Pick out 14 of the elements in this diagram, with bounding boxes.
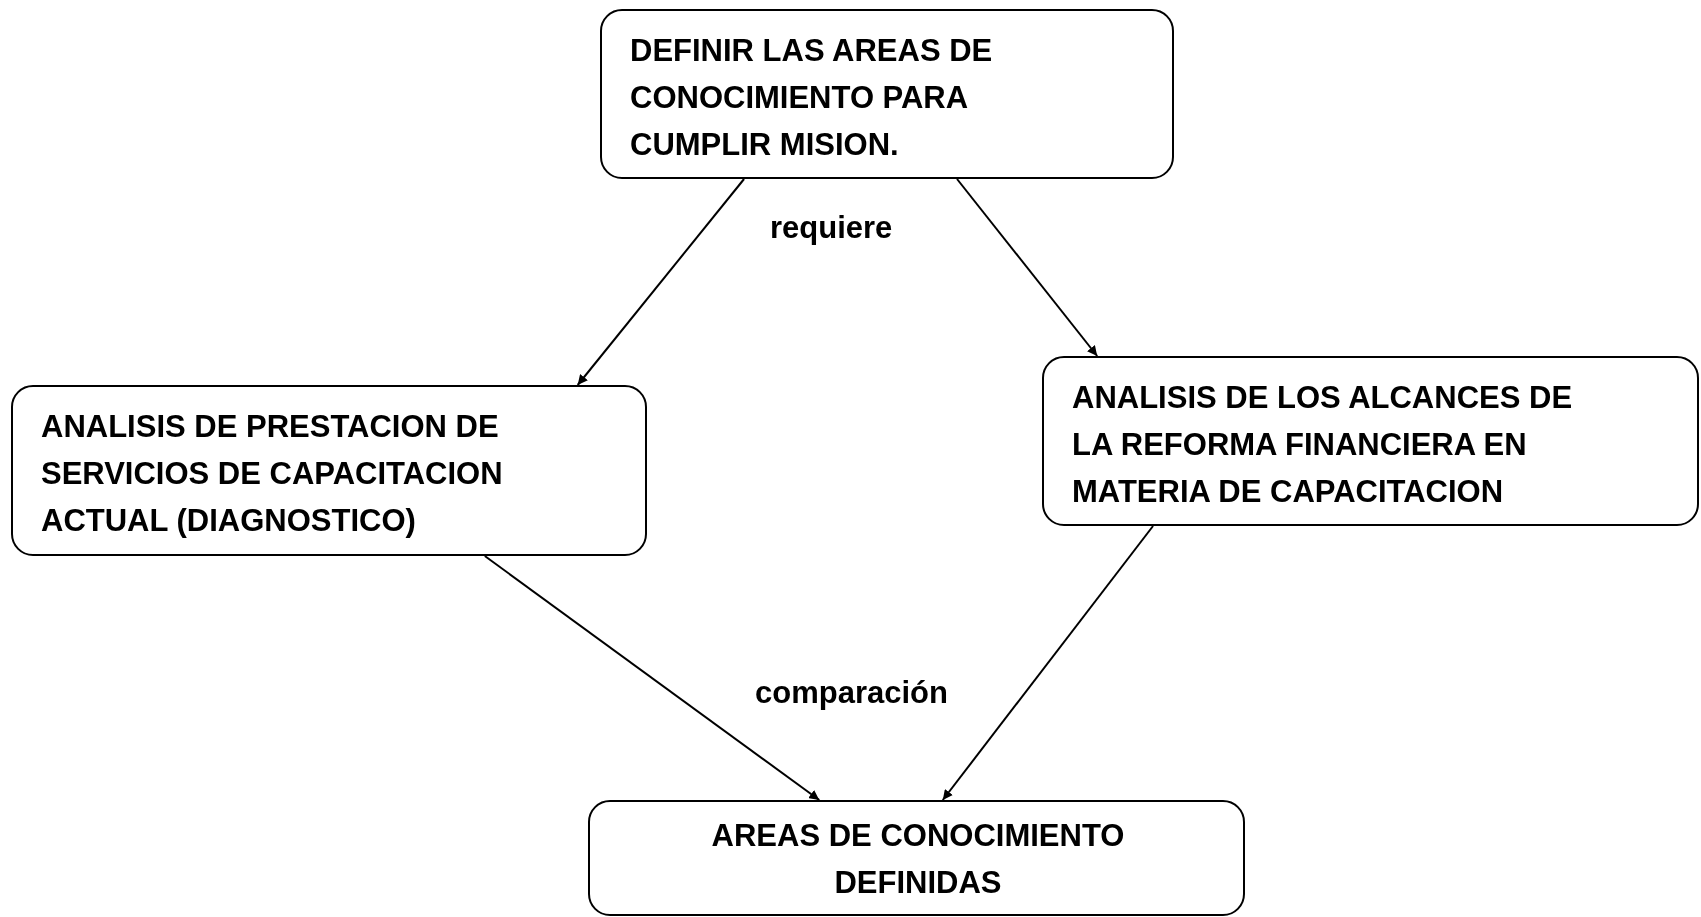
connector-label: comparación (755, 675, 948, 711)
box-text: ANALISIS DE PRESTACION DE SERVICIOS DE CAPACITACION ACTUAL (DIAGNOSTICO) (41, 408, 504, 540)
box-text: DEFINIR LAS AREAS DE CONOCIMIENTO PARA CUMPLIR MISION. (630, 32, 994, 164)
process-box (11, 385, 647, 556)
arrow (956, 178, 1099, 357)
box-text: ANALISIS DE LOS ALCANCES DE LA REFORMA FINANCIERA EN MATERIA DE CAPACITACION (1072, 379, 1574, 511)
process-box (1042, 356, 1699, 526)
arrow (483, 555, 821, 801)
process-box (600, 9, 1174, 179)
box-text: AREAS DE CONOCIMIENTO DEFINIDAS (710, 817, 1126, 902)
process-box (588, 800, 1245, 916)
connector-label: requiere (770, 210, 893, 246)
arrow (941, 525, 1155, 801)
arrow (576, 178, 746, 386)
